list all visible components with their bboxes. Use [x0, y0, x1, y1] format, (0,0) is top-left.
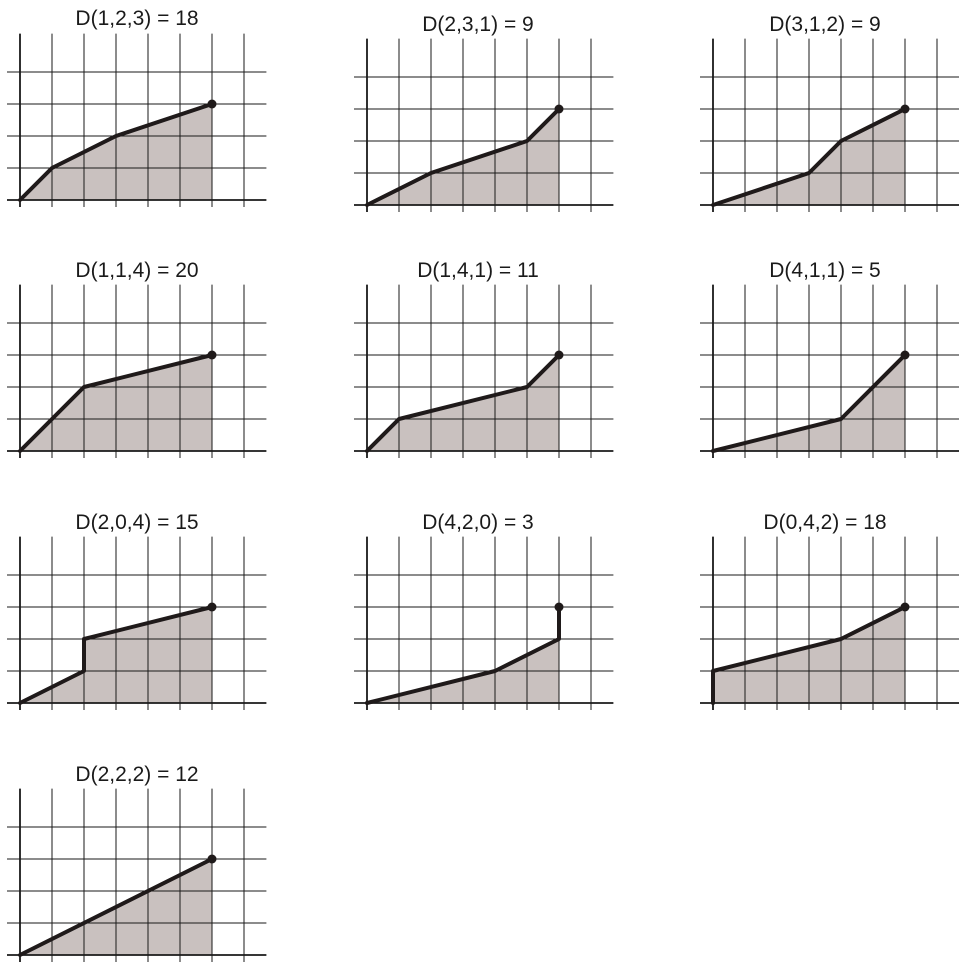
- endpoint-dot: [554, 350, 564, 360]
- endpoint-dot: [900, 350, 910, 360]
- grid: [7, 788, 267, 962]
- grid: [700, 536, 959, 710]
- endpoint-dot: [207, 99, 217, 109]
- panel-7: D(2,0,4) = 15: [7, 511, 267, 710]
- panel-title: D(1,2,3) = 18: [75, 7, 198, 30]
- endpoint-dot: [900, 104, 910, 114]
- lattice-path: [18, 353, 214, 453]
- panel-10: D(2,2,2) = 12: [7, 763, 267, 962]
- endpoint-dot: [900, 602, 910, 612]
- panel-9: D(0,4,2) = 18: [700, 511, 959, 710]
- shaded-area: [713, 355, 905, 451]
- lattice-path: [18, 102, 214, 202]
- endpoint-dot: [207, 602, 217, 612]
- panel-2: D(2,3,1) = 9: [354, 13, 614, 212]
- grid: [700, 284, 959, 458]
- shaded-area: [367, 607, 559, 703]
- panel-title: D(1,1,4) = 20: [75, 259, 198, 282]
- grid: [7, 33, 267, 207]
- endpoint-dot: [207, 350, 217, 360]
- panel-4: D(1,1,4) = 20: [7, 259, 267, 458]
- grid: [7, 536, 267, 710]
- panel-5: D(1,4,1) = 11: [354, 259, 614, 458]
- endpoint-dot: [554, 104, 564, 114]
- panel-title: D(0,4,2) = 18: [763, 511, 886, 534]
- grid: [354, 536, 614, 710]
- grid: [700, 38, 959, 212]
- panel-title: D(1,4,1) = 11: [417, 259, 539, 282]
- panel-title: D(4,1,1) = 5: [769, 259, 880, 282]
- lattice-path: [18, 857, 214, 957]
- panel-8: D(4,2,0) = 3: [354, 511, 614, 710]
- panel-3: D(3,1,2) = 9: [700, 13, 959, 212]
- lattice-path: [365, 353, 561, 453]
- panel-title: D(2,2,2) = 12: [75, 763, 198, 786]
- lattice-path: [711, 605, 907, 705]
- lattice-path: [365, 107, 561, 207]
- lattice-path: [365, 605, 561, 705]
- lattice-path: [18, 605, 214, 705]
- panel-1: D(1,2,3) = 18: [7, 7, 267, 207]
- lattice-path: [711, 107, 907, 207]
- grid: [354, 38, 614, 212]
- lattice-path: [711, 353, 907, 453]
- panel-title: D(2,0,4) = 15: [75, 511, 198, 534]
- panel-title: D(4,2,0) = 3: [422, 511, 533, 534]
- endpoint-dot: [554, 602, 564, 612]
- panel-title: D(2,3,1) = 9: [422, 13, 533, 36]
- panel-6: D(4,1,1) = 5: [700, 259, 959, 458]
- endpoint-dot: [207, 854, 217, 864]
- panel-title: D(3,1,2) = 9: [769, 13, 880, 36]
